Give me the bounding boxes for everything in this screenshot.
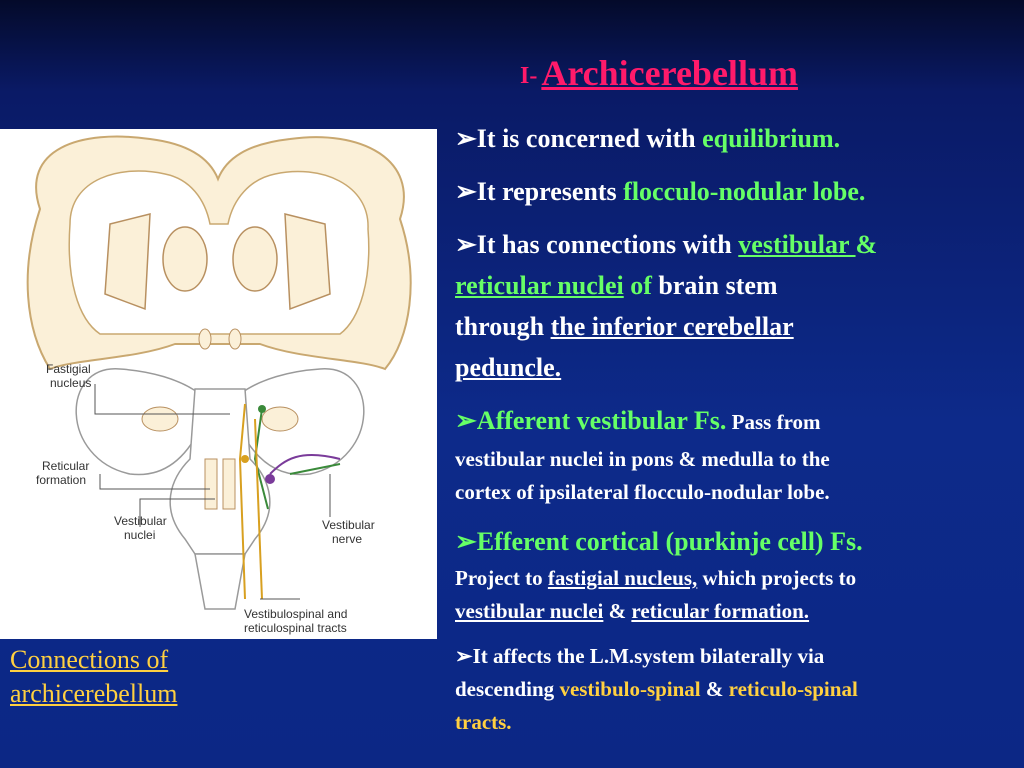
bullet-5-cont: Project to fastigial nucleus, which proj… (455, 566, 857, 623)
bullet-5: ➢Efferent cortical (purkinje cell) Fs. (455, 527, 863, 556)
bullet-arrow-icon: ➢ (455, 230, 477, 259)
vestibular-nerve-path (269, 454, 341, 475)
bullet-arrow-icon: ➢ (455, 177, 477, 206)
figure-caption[interactable]: Connections of archicerebellum (10, 645, 178, 708)
dentate-right (261, 406, 299, 432)
bullet-1: ➢It is concerned with equilibrium. (455, 124, 841, 153)
efferent-path-2 (254, 418, 263, 600)
cerebellum-diagram: Fastigial nucleus Reticular formation Ve… (0, 129, 437, 639)
label-vest-nuclei-2: nuclei (124, 528, 155, 542)
afferent-path (253, 408, 269, 510)
bullet-2: ➢It represents flocculo-nodular lobe. (455, 177, 866, 206)
bullet-arrow-icon: ➢ (455, 124, 477, 153)
bullet-4: ➢Afferent vestibular Fs. Pass from (455, 406, 821, 435)
slide-title: I- Archicerebellum (520, 52, 798, 94)
label-vest-nerve-1: Vestibular (322, 518, 375, 532)
label-fastigial-2: nucleus (50, 376, 91, 390)
label-tracts-1: Vestibulospinal and (244, 607, 347, 621)
efferent-path (238, 403, 246, 600)
label-reticular-1: Reticular (42, 459, 89, 473)
bullet-4-cont: vestibular nuclei in pons & medulla to t… (455, 447, 830, 504)
thalamus-left (162, 226, 208, 292)
medulla (194, 553, 246, 610)
striatum-right (284, 213, 331, 311)
thalamus-right (232, 226, 278, 292)
label-vest-nuclei-1: Vestibular (114, 514, 167, 528)
bullet-list: ➢It is concerned with equilibrium. ➢It r… (455, 118, 1015, 739)
title-prefix: I- (520, 63, 538, 89)
bullet-arrow-icon: ➢ (455, 644, 473, 668)
bullet-arrow-icon: ➢ (455, 527, 477, 556)
label-fastigial-1: Fastigial (46, 362, 91, 376)
label-vest-nerve-2: nerve (332, 532, 362, 546)
striatum-left (104, 213, 151, 311)
label-tracts-2: reticulospinal tracts (244, 621, 347, 635)
dentate-left (141, 406, 179, 432)
bullet-arrow-icon: ➢ (455, 406, 477, 435)
bullet-6: ➢It affects the L.M.system bilaterally v… (455, 644, 858, 734)
label-reticular-2: formation (36, 473, 86, 487)
bullet-3: ➢It has connections with vestibular &ret… (455, 230, 878, 382)
title-text: Archicerebellum (541, 53, 798, 93)
vestibular-nerve-path-2 (289, 463, 341, 475)
